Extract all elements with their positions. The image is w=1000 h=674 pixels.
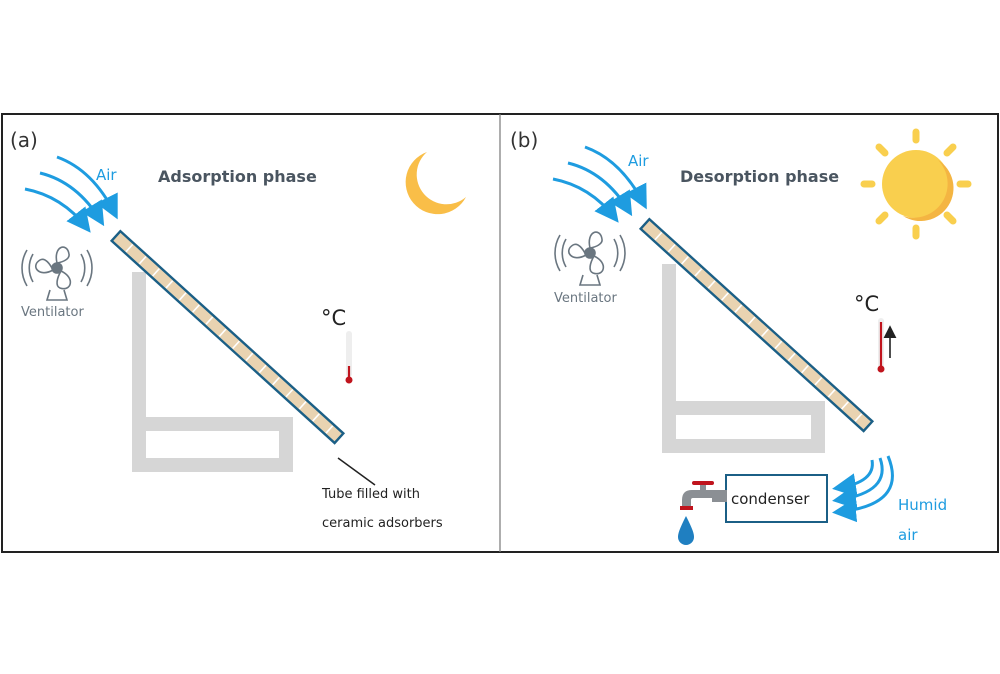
fan-icon [554, 231, 626, 286]
water-drop-icon [678, 516, 694, 545]
condenser-box [725, 474, 828, 523]
tube-label-line1: Tube filled with [321, 487, 420, 502]
moon-icon [405, 152, 466, 215]
fan-icon [21, 246, 93, 301]
humid-label-line2: air [898, 526, 918, 544]
air-label-b: Air [628, 152, 649, 170]
support-structure-b [662, 264, 825, 453]
sun-icon [860, 128, 972, 240]
support-structure-a [132, 272, 293, 472]
thermometer-icon [345, 331, 353, 384]
thermometer-icon [877, 318, 885, 373]
ventilator-label-b: Ventilator [554, 291, 617, 306]
air-arrows-a [24, 155, 118, 233]
panel-b: (b) Desorption phase Air Ventilator [510, 128, 972, 545]
air-arrows-b [552, 145, 647, 223]
tube-callout-line [337, 457, 376, 486]
condenser-label: condenser [731, 490, 810, 508]
panel-b-title: Desorption phase [680, 167, 839, 186]
humid-air-arrows [832, 455, 894, 523]
adsorber-tube-b [638, 217, 875, 433]
temp-unit-b: °C [854, 292, 879, 316]
faucet-icon [680, 481, 727, 510]
temp-unit-a: °C [321, 306, 346, 330]
panel-a: (a) Adsorption phase Air Ventilator [10, 128, 466, 531]
humid-label-line1: Humid [898, 496, 947, 514]
adsorber-tube-a [109, 229, 346, 445]
panel-a-title: Adsorption phase [158, 167, 317, 186]
panel-b-tag: (b) [510, 128, 538, 152]
tube-label-line2: ceramic adsorbers [322, 516, 443, 531]
ventilator-label-a: Ventilator [21, 305, 84, 320]
panel-a-tag: (a) [10, 128, 38, 152]
air-label-a: Air [96, 166, 117, 184]
